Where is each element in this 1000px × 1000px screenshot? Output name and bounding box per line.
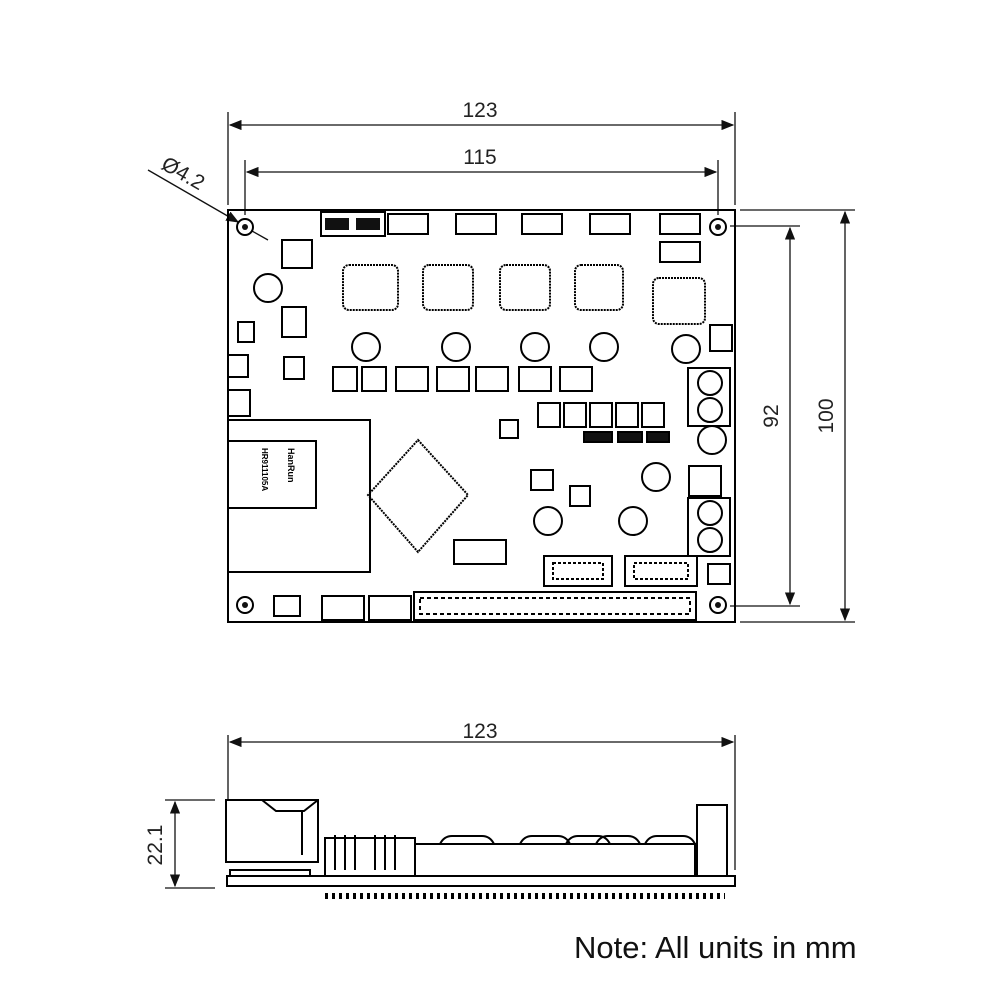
dimension-label: 123 [462, 99, 497, 122]
board-top-view: HanRun HR911105A [227, 209, 736, 623]
dimension-hole-spacing-115: 115 [244, 146, 719, 215]
ethernet-jack: HanRun HR911105A [227, 419, 371, 573]
dimension-hole-diameter: Ø4.2 [147, 152, 269, 241]
dimension-side-width-123: 123 [227, 720, 736, 870]
connector-row-top [320, 211, 701, 263]
dimension-label: Ø4.2 [158, 152, 209, 195]
dimension-height-100: 100 [740, 209, 855, 623]
capacitors [227, 239, 733, 617]
mcu-chip [366, 438, 470, 554]
mounting-hole [236, 218, 254, 236]
jack-part-label: HR911105A [260, 448, 269, 491]
dimension-width-123: 123 [227, 99, 736, 205]
dimension-label: 123 [462, 720, 497, 743]
dimension-label: 92 [760, 404, 783, 427]
dimension-label: 22.1 [144, 825, 167, 866]
jack-brand-label: HanRun [286, 448, 296, 483]
dimension-label: 115 [463, 146, 496, 169]
driver-chips [342, 264, 706, 325]
mounting-hole [709, 218, 727, 236]
small-connectors [332, 366, 670, 565]
headers-bottom [321, 555, 698, 621]
mounting-hole [709, 596, 727, 614]
units-note: Note: All units in mm [574, 930, 857, 965]
dimension-label: 100 [815, 398, 838, 433]
dimension-side-height-22-1: 22.1 [144, 799, 215, 889]
board-side-view [225, 799, 736, 899]
power-terminals [687, 367, 731, 557]
dimension-hole-spacing-92: 92 [730, 225, 800, 607]
mounting-hole [236, 596, 254, 614]
